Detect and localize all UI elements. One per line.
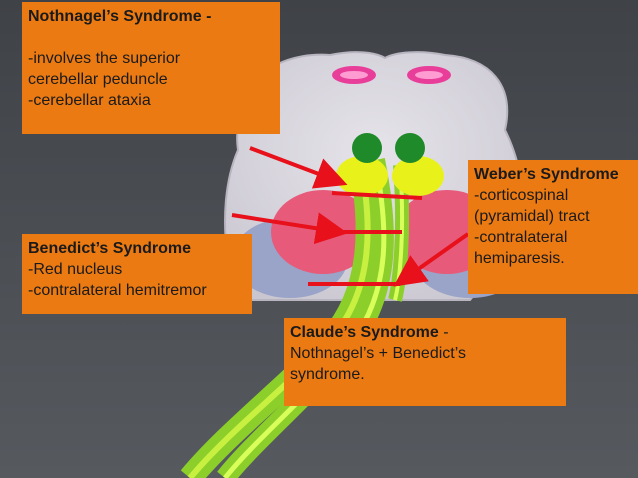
nothnagel-line-3: -cerebellar ataxia: [28, 92, 151, 109]
decussation-right: [392, 156, 444, 196]
nothnagel-line-2: cerebellar peduncle: [28, 71, 168, 88]
claude-title: Claude’s Syndrome: [290, 324, 439, 341]
benedict-line-1: -Red nucleus: [28, 261, 123, 278]
weber-line-4: hemiparesis.: [474, 250, 565, 267]
claude-label-box: Claude’s Syndrome - Nothnagel’s + Benedi…: [284, 318, 566, 406]
colliculus-left-inner: [340, 71, 368, 79]
nothnagel-label-box: Nothnagel’s Syndrome - -involves the sup…: [22, 2, 280, 134]
benedict-title: Benedict’s Syndrome: [28, 240, 192, 257]
colliculus-right-inner: [415, 71, 443, 79]
claude-title-suffix: -: [438, 324, 449, 341]
weber-line-2: (pyramidal) tract: [474, 208, 590, 225]
weber-line-1: -corticospinal: [474, 187, 569, 204]
claude-line-2: syndrome.: [290, 366, 365, 383]
oculomotor-nucleus-left: [352, 133, 382, 163]
syndrome-pointers: [231, 146, 470, 287]
oculomotor-nucleus-right: [395, 133, 425, 163]
weber-title: Weber’s Syndrome: [474, 166, 619, 183]
weber-arrow: [393, 232, 470, 287]
weber-label-box: Weber’s Syndrome -corticospinal (pyramid…: [468, 160, 638, 294]
weber-line-3: -contralateral: [474, 229, 568, 246]
nothnagel-line-1: -involves the superior: [28, 50, 181, 67]
nothnagel-spacer: [28, 27, 274, 48]
decussation-left: [336, 156, 388, 196]
claude-line-1: Nothnagel’s + Benedict’s: [290, 345, 466, 362]
nothnagel-arrow: [249, 146, 348, 189]
superior-lesion-line: [331, 191, 423, 200]
nothnagel-title: Nothnagel’s Syndrome -: [28, 8, 212, 25]
claude-heading: Claude’s Syndrome -: [290, 322, 560, 343]
benedict-arrow: [231, 212, 348, 245]
benedict-label-box: Benedict’s Syndrome -Red nucleus -contra…: [22, 234, 252, 314]
benedict-line-2: -contralateral hemitremor: [28, 282, 207, 299]
